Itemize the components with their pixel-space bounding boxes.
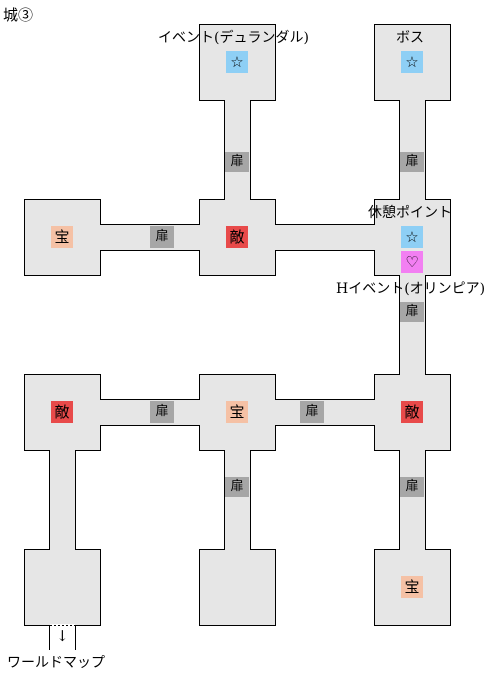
- treasure-mark: 宝: [401, 576, 423, 598]
- map-title: 城③: [3, 6, 34, 24]
- enemy-mark: 敵: [226, 226, 248, 248]
- boss-star-icon: ☆: [401, 51, 423, 73]
- h-event-olympia-label: Hイベント(オリンピア): [336, 281, 486, 297]
- h-event-heart-icon: ♡: [401, 251, 423, 273]
- event-durandal-label: イベント(デュランダル): [158, 30, 309, 46]
- rest-point-label: 休憩ポイント: [368, 205, 452, 221]
- door-mark: 扉: [400, 477, 424, 497]
- enemy-mark: 敵: [401, 401, 423, 423]
- rest-star-icon: ☆: [401, 226, 423, 248]
- enemy-mark: 敵: [51, 401, 73, 423]
- door-mark: 扉: [225, 152, 249, 172]
- door-mark: 扉: [150, 401, 174, 423]
- door-mark: 扉: [150, 226, 174, 248]
- boss-label: ボス: [396, 30, 424, 46]
- door-mark: 扉: [400, 302, 424, 322]
- treasure-mark: 宝: [226, 401, 248, 423]
- door-mark: 扉: [225, 477, 249, 497]
- event-star-icon: ☆: [226, 51, 248, 73]
- door-mark: 扉: [400, 152, 424, 172]
- world-map-label: ワールドマップ: [7, 655, 105, 671]
- exit-arrow-icon: ↓: [56, 627, 69, 645]
- door-mark: 扉: [300, 401, 324, 423]
- treasure-mark: 宝: [51, 226, 73, 248]
